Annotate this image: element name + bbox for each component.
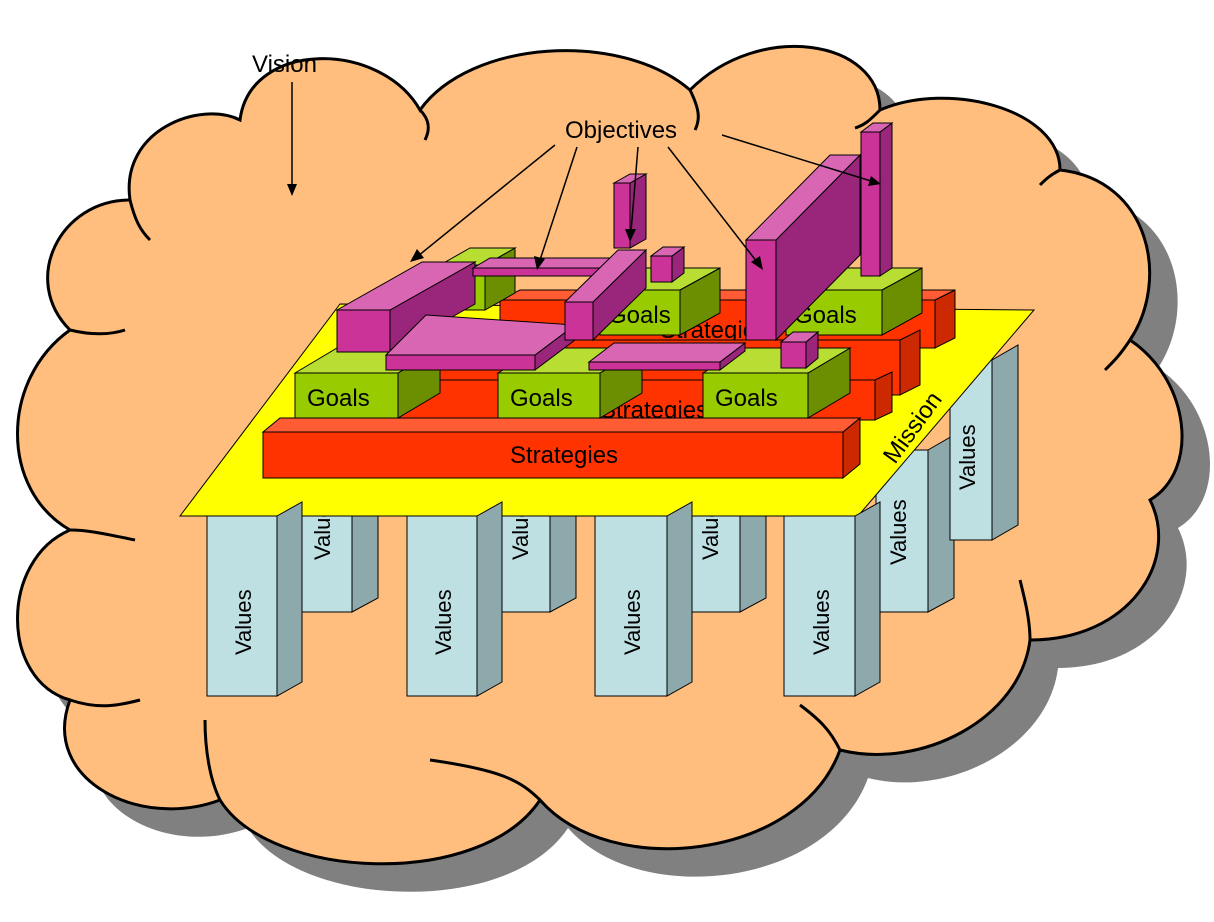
goals-label: Goals	[510, 385, 573, 412]
strategies-label: Strategies	[510, 442, 618, 469]
strategies-bar-front: Strategies	[261, 416, 862, 480]
vision-annotation: Vision	[252, 51, 317, 196]
values-label: Values	[809, 589, 834, 655]
objective-block-small	[779, 330, 820, 370]
goals-label: Goals	[307, 385, 370, 412]
goals-label: Goals	[715, 385, 778, 412]
objectives-label: Objectives	[565, 117, 677, 144]
vision-cloud	[16, 44, 1184, 866]
values-pillar: Values	[783, 501, 881, 697]
values-label: Values	[886, 499, 911, 565]
goals-block-front-3: Goals	[701, 347, 852, 419]
values-label: Values	[431, 589, 456, 655]
values-label: Values	[620, 589, 645, 655]
values-pillar: Values	[594, 501, 693, 697]
objective-block-bar	[563, 248, 648, 342]
values-pillar: Values	[406, 501, 503, 697]
objective-block-cube	[649, 246, 686, 283]
values-pillars-front: Values Values Values Values	[206, 501, 881, 697]
objective-block-slab	[384, 314, 577, 371]
vision-label: Vision	[252, 51, 317, 78]
values-label: Values	[231, 589, 256, 655]
values-pillar: Values	[206, 501, 303, 697]
values-label: Values	[955, 424, 980, 490]
values-pillar: Values	[949, 344, 1019, 541]
values-pillar: Values	[875, 434, 955, 613]
objective-block-tall-2	[859, 122, 894, 277]
objectives-annotation: Objectives	[410, 117, 881, 270]
objective-block-flat	[587, 341, 747, 372]
objective-block-wall	[744, 153, 862, 342]
arrow-head	[287, 184, 297, 196]
